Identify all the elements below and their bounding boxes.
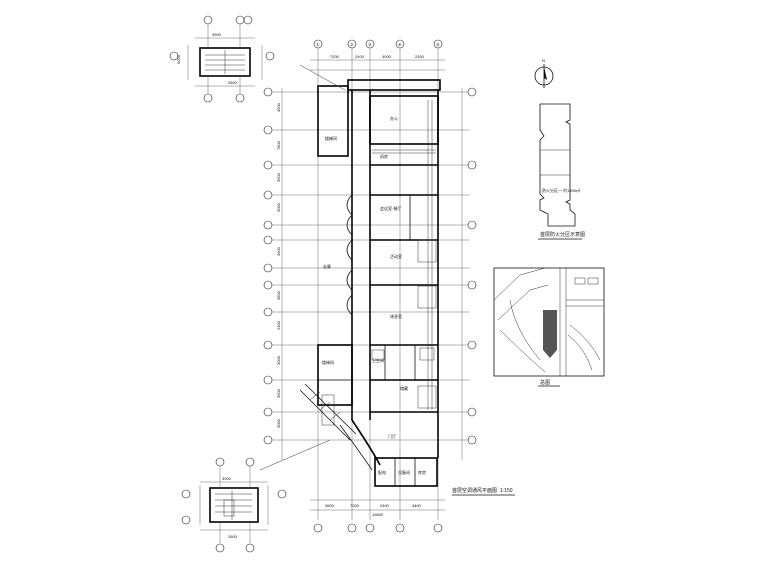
site-plan-title: 总图 — [540, 379, 550, 386]
north-label: N — [542, 58, 545, 63]
detail-top-dim-2: 2600 — [228, 80, 238, 85]
axis-top-4: ④ — [398, 42, 402, 47]
left-dim-6: 3600 — [276, 290, 281, 300]
room-label: 会议室·餐厅 — [380, 205, 401, 211]
room-label: 活动室 — [390, 253, 402, 259]
main-floor-plan: ① ② ③ ④ ⑤ 7200 2400 4000 2300 — [259, 39, 515, 533]
room-label: 库房 — [418, 469, 426, 475]
left-dim-8: 3000 — [276, 355, 281, 365]
axis-top-1: ① — [316, 42, 320, 47]
room-label: 卫生间 — [372, 357, 384, 363]
left-dim-2: 7800 — [276, 140, 281, 150]
plan-scale: 1:150 — [500, 488, 513, 494]
key-plan-title: 首层防火分区示意图 — [540, 231, 585, 238]
top-dim-4: 2300 — [415, 54, 425, 59]
detail-bottom-dim-2: 2600 — [228, 534, 238, 539]
top-dim-2: 2400 — [355, 54, 365, 59]
axis-top-3: ③ — [368, 42, 372, 47]
axis-top-2: ② — [350, 42, 354, 47]
room-label: 机房 — [380, 153, 388, 159]
room-label: 办公 — [390, 115, 398, 121]
axis-top-5: ⑤ — [436, 42, 440, 47]
top-dim-1: 7200 — [330, 54, 340, 59]
key-plan: N 防火分区一 约1490㎡ 首层防火分区示意图 — [534, 58, 585, 240]
stair-detail-bottom: 3900 2600 — [181, 457, 287, 553]
left-dim-9: 3600 — [276, 388, 281, 398]
room-label: 设备间 — [398, 469, 410, 475]
room-label: 休息室 — [390, 313, 402, 319]
left-dim-7: 2300 — [276, 320, 281, 330]
left-dim-5: 3600 — [276, 246, 281, 256]
left-dim-10: 3000 — [276, 418, 281, 428]
bottom-dim-total: 19600 — [372, 512, 384, 517]
detail-top-dim-1: 3900 — [212, 32, 222, 37]
room-label: 楼梯间 — [322, 359, 334, 365]
bottom-dim-4: 4400 — [412, 503, 422, 508]
bottom-dim-3: 2400 — [380, 503, 390, 508]
room-label: 走廊 — [323, 263, 331, 269]
room-label: 门厅 — [388, 433, 396, 439]
left-dim-1: 4500 — [276, 102, 281, 112]
room-labels: 楼梯间 办公 机房 会议室·餐厅 活动室 休息室 卫生间 储藏 门厅 配电 走廊… — [322, 115, 426, 475]
detail-top-dim-3: 5000 — [176, 54, 181, 64]
room-label: 楼梯间 — [325, 135, 337, 141]
site-plan: 总图 — [493, 267, 605, 387]
building-walls — [259, 64, 441, 487]
left-dim-3: 3600 — [276, 172, 281, 182]
top-axis-bubbles: ① ② ③ ④ ⑤ — [313, 39, 443, 49]
room-label: 储藏 — [400, 385, 408, 391]
key-plan-note: 防火分区一 约1490㎡ — [542, 187, 580, 193]
bottom-dim-2: 7200 — [350, 503, 360, 508]
stair-detail-top: 3900 2600 5000 — [169, 15, 275, 103]
plan-title: 首层空调通风平面图 — [452, 487, 497, 494]
top-dim-3: 4000 — [382, 54, 392, 59]
room-label: 配电 — [378, 469, 386, 475]
bottom-dim-1: 3600 — [325, 503, 335, 508]
detail-bottom-dim-1: 3900 — [222, 476, 232, 481]
left-dim-4: 3000 — [276, 202, 281, 212]
